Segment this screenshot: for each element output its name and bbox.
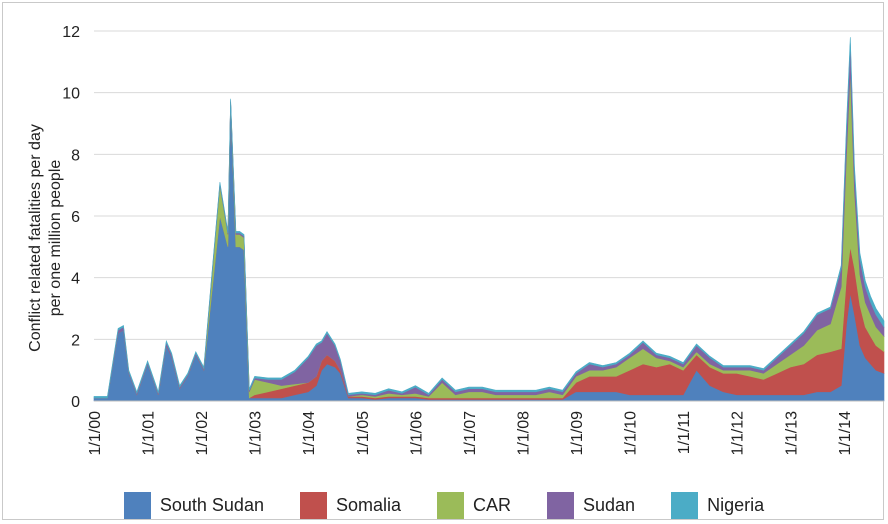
y-tick-label: 12 [62, 24, 80, 41]
x-tick-label: 1/1/13 [783, 411, 800, 456]
x-tick-label: 1/1/04 [301, 411, 318, 456]
legend-swatch [123, 491, 151, 519]
x-tick-label: 1/1/09 [569, 411, 586, 456]
area-series-group [93, 37, 885, 402]
legend-label: CAR [473, 494, 512, 515]
x-tick-label: 1/1/12 [730, 411, 747, 456]
y-axis-title-line-2: per one million people [47, 160, 64, 317]
legend-item-nigeria: Nigeria [671, 491, 765, 519]
area-south-sudan [93, 101, 885, 402]
x-tick-labels: 1/1/00 1/1/01 1/1/02 1/1/03 1/1/04 1/1/05 1/1/… [87, 411, 854, 456]
x-tick-label: 1/1/00 [87, 411, 104, 456]
x-tick-label: 1/1/07 [462, 411, 479, 456]
x-tick-label: 1/1/11 [676, 411, 693, 454]
x-tick-label: 1/1/06 [408, 411, 425, 456]
y-tick-labels: 0 2 4 6 8 10 12 [62, 24, 80, 411]
x-tick-label: 1/1/14 [837, 411, 854, 456]
legend-swatch [299, 491, 327, 519]
legend-item-car: CAR [437, 491, 512, 519]
x-tick-label: 1/1/10 [623, 411, 640, 456]
area-nigeria [93, 37, 885, 399]
legend-swatch [547, 491, 575, 519]
y-tick-label: 6 [71, 209, 80, 226]
y-tick-label: 8 [71, 147, 80, 164]
y-axis-title-line-1: Conflict related fatalities per day [27, 124, 44, 352]
x-tick-label: 1/1/08 [515, 411, 532, 456]
legend-swatch [671, 491, 699, 519]
legend-label: South Sudan [159, 494, 264, 515]
y-tick-label: 2 [71, 332, 80, 349]
legend-item-sudan: Sudan [547, 491, 636, 519]
legend-label: Sudan [583, 494, 636, 515]
y-tick-label: 10 [62, 86, 80, 103]
x-tick-label: 1/1/03 [248, 411, 265, 456]
legend: South Sudan Somalia CAR Sudan Nigeria [0, 490, 888, 520]
legend-item-somalia: Somalia [299, 491, 401, 519]
x-tick-label: 1/1/02 [194, 411, 211, 456]
y-tick-label: 4 [71, 271, 80, 288]
legend-label: Somalia [335, 494, 401, 515]
legend-label: Nigeria [707, 494, 765, 515]
legend-swatch [437, 491, 464, 519]
y-tick-label: 0 [71, 394, 80, 411]
legend-item-south-sudan: South Sudan [123, 491, 264, 519]
x-tick-label: 1/1/05 [355, 411, 372, 456]
x-tick-label: 1/1/01 [141, 411, 158, 456]
